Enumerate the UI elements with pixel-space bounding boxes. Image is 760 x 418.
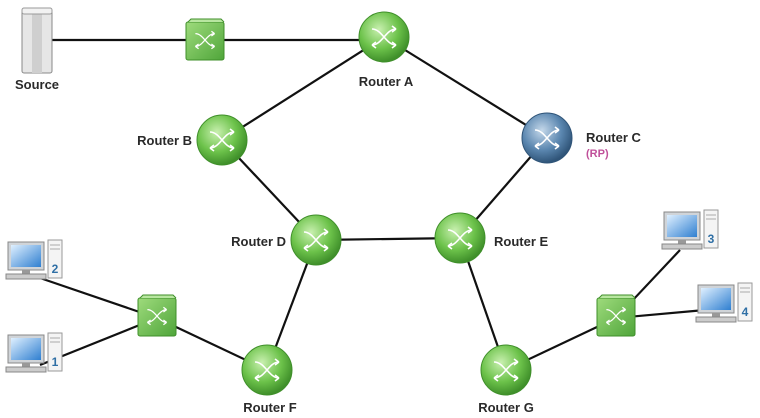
switch-icon [186, 19, 224, 60]
router-icon [435, 213, 485, 263]
host-4[interactable]: 4 [695, 282, 753, 323]
router-b-label: Router B [137, 133, 192, 148]
rendezvous-point-badge: (RP) [586, 148, 609, 160]
host-number: 4 [742, 305, 749, 319]
switch-icon [597, 295, 635, 336]
router-d[interactable]: Router D [231, 215, 341, 265]
router-a-label: Router A [359, 74, 414, 89]
router-icon [522, 113, 572, 163]
router-icon [481, 345, 531, 395]
switch-left[interactable] [138, 295, 176, 336]
router-icon [197, 115, 247, 165]
host-number: 1 [52, 355, 59, 369]
router-icon [359, 12, 409, 62]
router-a[interactable]: Router A [359, 12, 414, 89]
server-icon [21, 7, 53, 74]
router-g-label: Router G [478, 400, 534, 415]
router-c[interactable]: Router C (RP) [522, 113, 642, 163]
host-number: 2 [52, 262, 59, 276]
router-f[interactable]: Router F [242, 345, 297, 415]
router-f-label: Router F [243, 400, 297, 415]
router-d-label: Router D [231, 234, 286, 249]
switch-icon [138, 295, 176, 336]
switch-top[interactable] [186, 19, 224, 60]
source-server[interactable]: Source [15, 7, 59, 92]
host-3[interactable]: 3 [661, 209, 719, 250]
router-e[interactable]: Router E [435, 213, 549, 263]
host-1[interactable]: 1 [5, 332, 63, 373]
switch-right[interactable] [597, 295, 635, 336]
router-icon [242, 345, 292, 395]
router-e-label: Router E [494, 234, 549, 249]
host-number: 3 [708, 232, 715, 246]
router-c-label: Router C [586, 130, 642, 145]
router-g[interactable]: Router G [478, 345, 534, 415]
router-icon [291, 215, 341, 265]
router-b[interactable]: Router B [137, 115, 247, 165]
source-label: Source [15, 77, 59, 92]
host-2[interactable]: 2 [5, 239, 63, 280]
